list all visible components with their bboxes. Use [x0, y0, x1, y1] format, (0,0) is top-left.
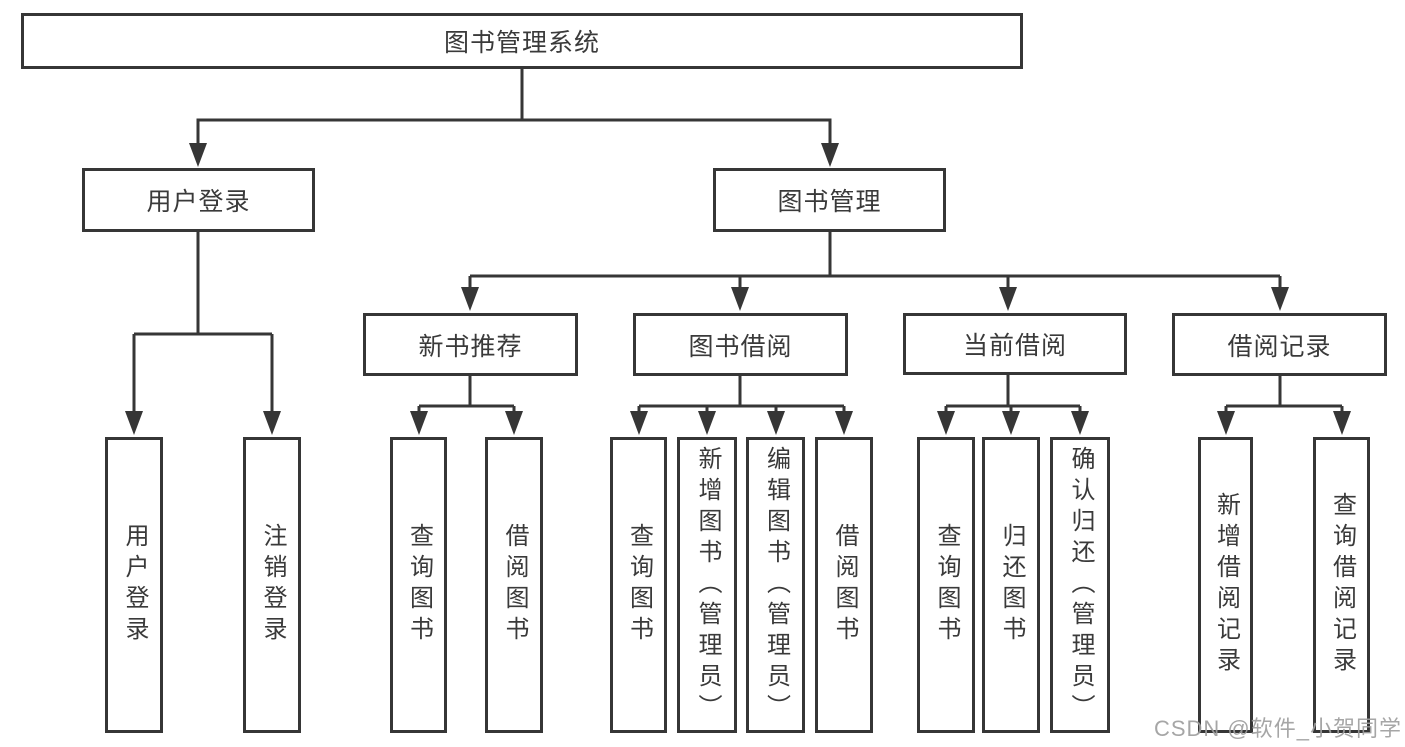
arrowhead-icon	[1217, 411, 1235, 435]
arrowhead-icon	[189, 143, 207, 167]
connector-line	[637, 376, 846, 414]
node-borrow-record-label: 借阅记录	[1227, 332, 1332, 361]
node-leaf-cb-return-books-label: 归还图书	[998, 523, 1025, 647]
node-leaf-bb-query-books-label: 查询图书	[625, 523, 653, 647]
node-book-borrow: 图书借阅	[633, 313, 848, 376]
connector-user-login-to-leaves	[125, 232, 281, 435]
node-leaf-br-add-record: 新增借阅记录	[1198, 437, 1253, 733]
arrowhead-icon	[630, 411, 648, 435]
node-leaf-cb-confirm-return-admin-label: 确认归还（管理员）	[1067, 445, 1094, 725]
node-leaf-logout: 注销登录	[243, 437, 301, 733]
arrowhead-icon	[999, 287, 1017, 311]
arrowhead-icon	[1002, 411, 1020, 435]
node-leaf-cb-query-books-label: 查询图书	[933, 523, 960, 647]
node-root: 图书管理系统	[21, 13, 1023, 69]
arrowhead-icon	[125, 411, 143, 435]
arrowhead-icon	[1271, 287, 1289, 311]
connector-line	[468, 232, 1282, 290]
node-current-borrow: 当前借阅	[903, 313, 1127, 375]
node-leaf-nb-borrow-books: 借阅图书	[485, 437, 543, 733]
connector-root-to-level2	[189, 67, 839, 167]
node-new-book-rec-label: 新书推荐	[418, 332, 523, 361]
arrowhead-icon	[263, 411, 281, 435]
arrowhead-icon	[1071, 411, 1089, 435]
arrowhead-icon	[937, 411, 955, 435]
node-leaf-br-add-record-label: 新增借阅记录	[1212, 492, 1240, 678]
node-book-mgmt-label: 图书管理	[777, 188, 882, 216]
connector-book-borrow-to-leaves	[630, 376, 853, 435]
node-leaf-br-query-record: 查询借阅记录	[1313, 437, 1370, 733]
arrowhead-icon	[731, 287, 749, 311]
connector-borrow-record-to-leaves	[1217, 376, 1351, 435]
node-leaf-logout-label: 注销登录	[259, 523, 286, 647]
arrowhead-icon	[835, 411, 853, 435]
arrowhead-icon	[767, 411, 785, 435]
connector-line	[1224, 376, 1344, 414]
node-leaf-user-login-label: 用户登录	[121, 523, 148, 647]
node-leaf-bb-edit-books-admin-label: 编辑图书（管理员）	[762, 445, 790, 725]
connector-line	[944, 375, 1082, 414]
node-leaf-bb-edit-books-admin: 编辑图书（管理员）	[746, 437, 805, 733]
arrowhead-icon	[410, 411, 428, 435]
node-leaf-bb-borrow-books: 借阅图书	[815, 437, 873, 733]
csdn-watermark: CSDN @软件_小贺同学	[1153, 716, 1402, 741]
node-user-login-label: 用户登录	[146, 188, 251, 216]
node-leaf-cb-confirm-return-admin: 确认归还（管理员）	[1050, 437, 1110, 733]
arrowhead-icon	[1333, 411, 1351, 435]
node-leaf-cb-return-books: 归还图书	[982, 437, 1040, 733]
connector-book-mgmt-to-level3	[461, 232, 1289, 311]
connector-line	[196, 67, 832, 148]
node-leaf-nb-query-books-label: 查询图书	[405, 523, 433, 647]
node-new-book-rec: 新书推荐	[363, 313, 578, 376]
node-leaf-bb-add-books-admin-label: 新增图书（管理员）	[694, 445, 721, 725]
node-leaf-nb-borrow-books-label: 借阅图书	[501, 523, 528, 647]
node-book-borrow-label: 图书借阅	[688, 332, 793, 361]
connector-new-book-rec-to-leaves	[410, 376, 523, 435]
node-leaf-nb-query-books: 查询图书	[390, 437, 447, 733]
arrowhead-icon	[461, 287, 479, 311]
node-leaf-bb-borrow-books-label: 借阅图书	[831, 523, 858, 647]
node-current-borrow-label: 当前借阅	[962, 332, 1067, 360]
arrowhead-icon	[505, 411, 523, 435]
node-user-login: 用户登录	[82, 168, 315, 232]
node-leaf-bb-query-books: 查询图书	[610, 437, 667, 733]
node-leaf-user-login: 用户登录	[105, 437, 163, 733]
arrowhead-icon	[821, 143, 839, 167]
node-root-label: 图书管理系统	[443, 29, 600, 57]
connector-current-borrow-to-leaves	[937, 375, 1089, 435]
node-borrow-record: 借阅记录	[1172, 313, 1387, 376]
node-leaf-br-query-record-label: 查询借阅记录	[1328, 492, 1356, 678]
connector-line	[417, 376, 516, 414]
arrowhead-icon	[698, 411, 716, 435]
node-book-mgmt: 图书管理	[713, 168, 946, 232]
connector-line	[132, 232, 274, 414]
node-leaf-cb-query-books: 查询图书	[917, 437, 975, 733]
node-leaf-bb-add-books-admin: 新增图书（管理员）	[677, 437, 737, 733]
